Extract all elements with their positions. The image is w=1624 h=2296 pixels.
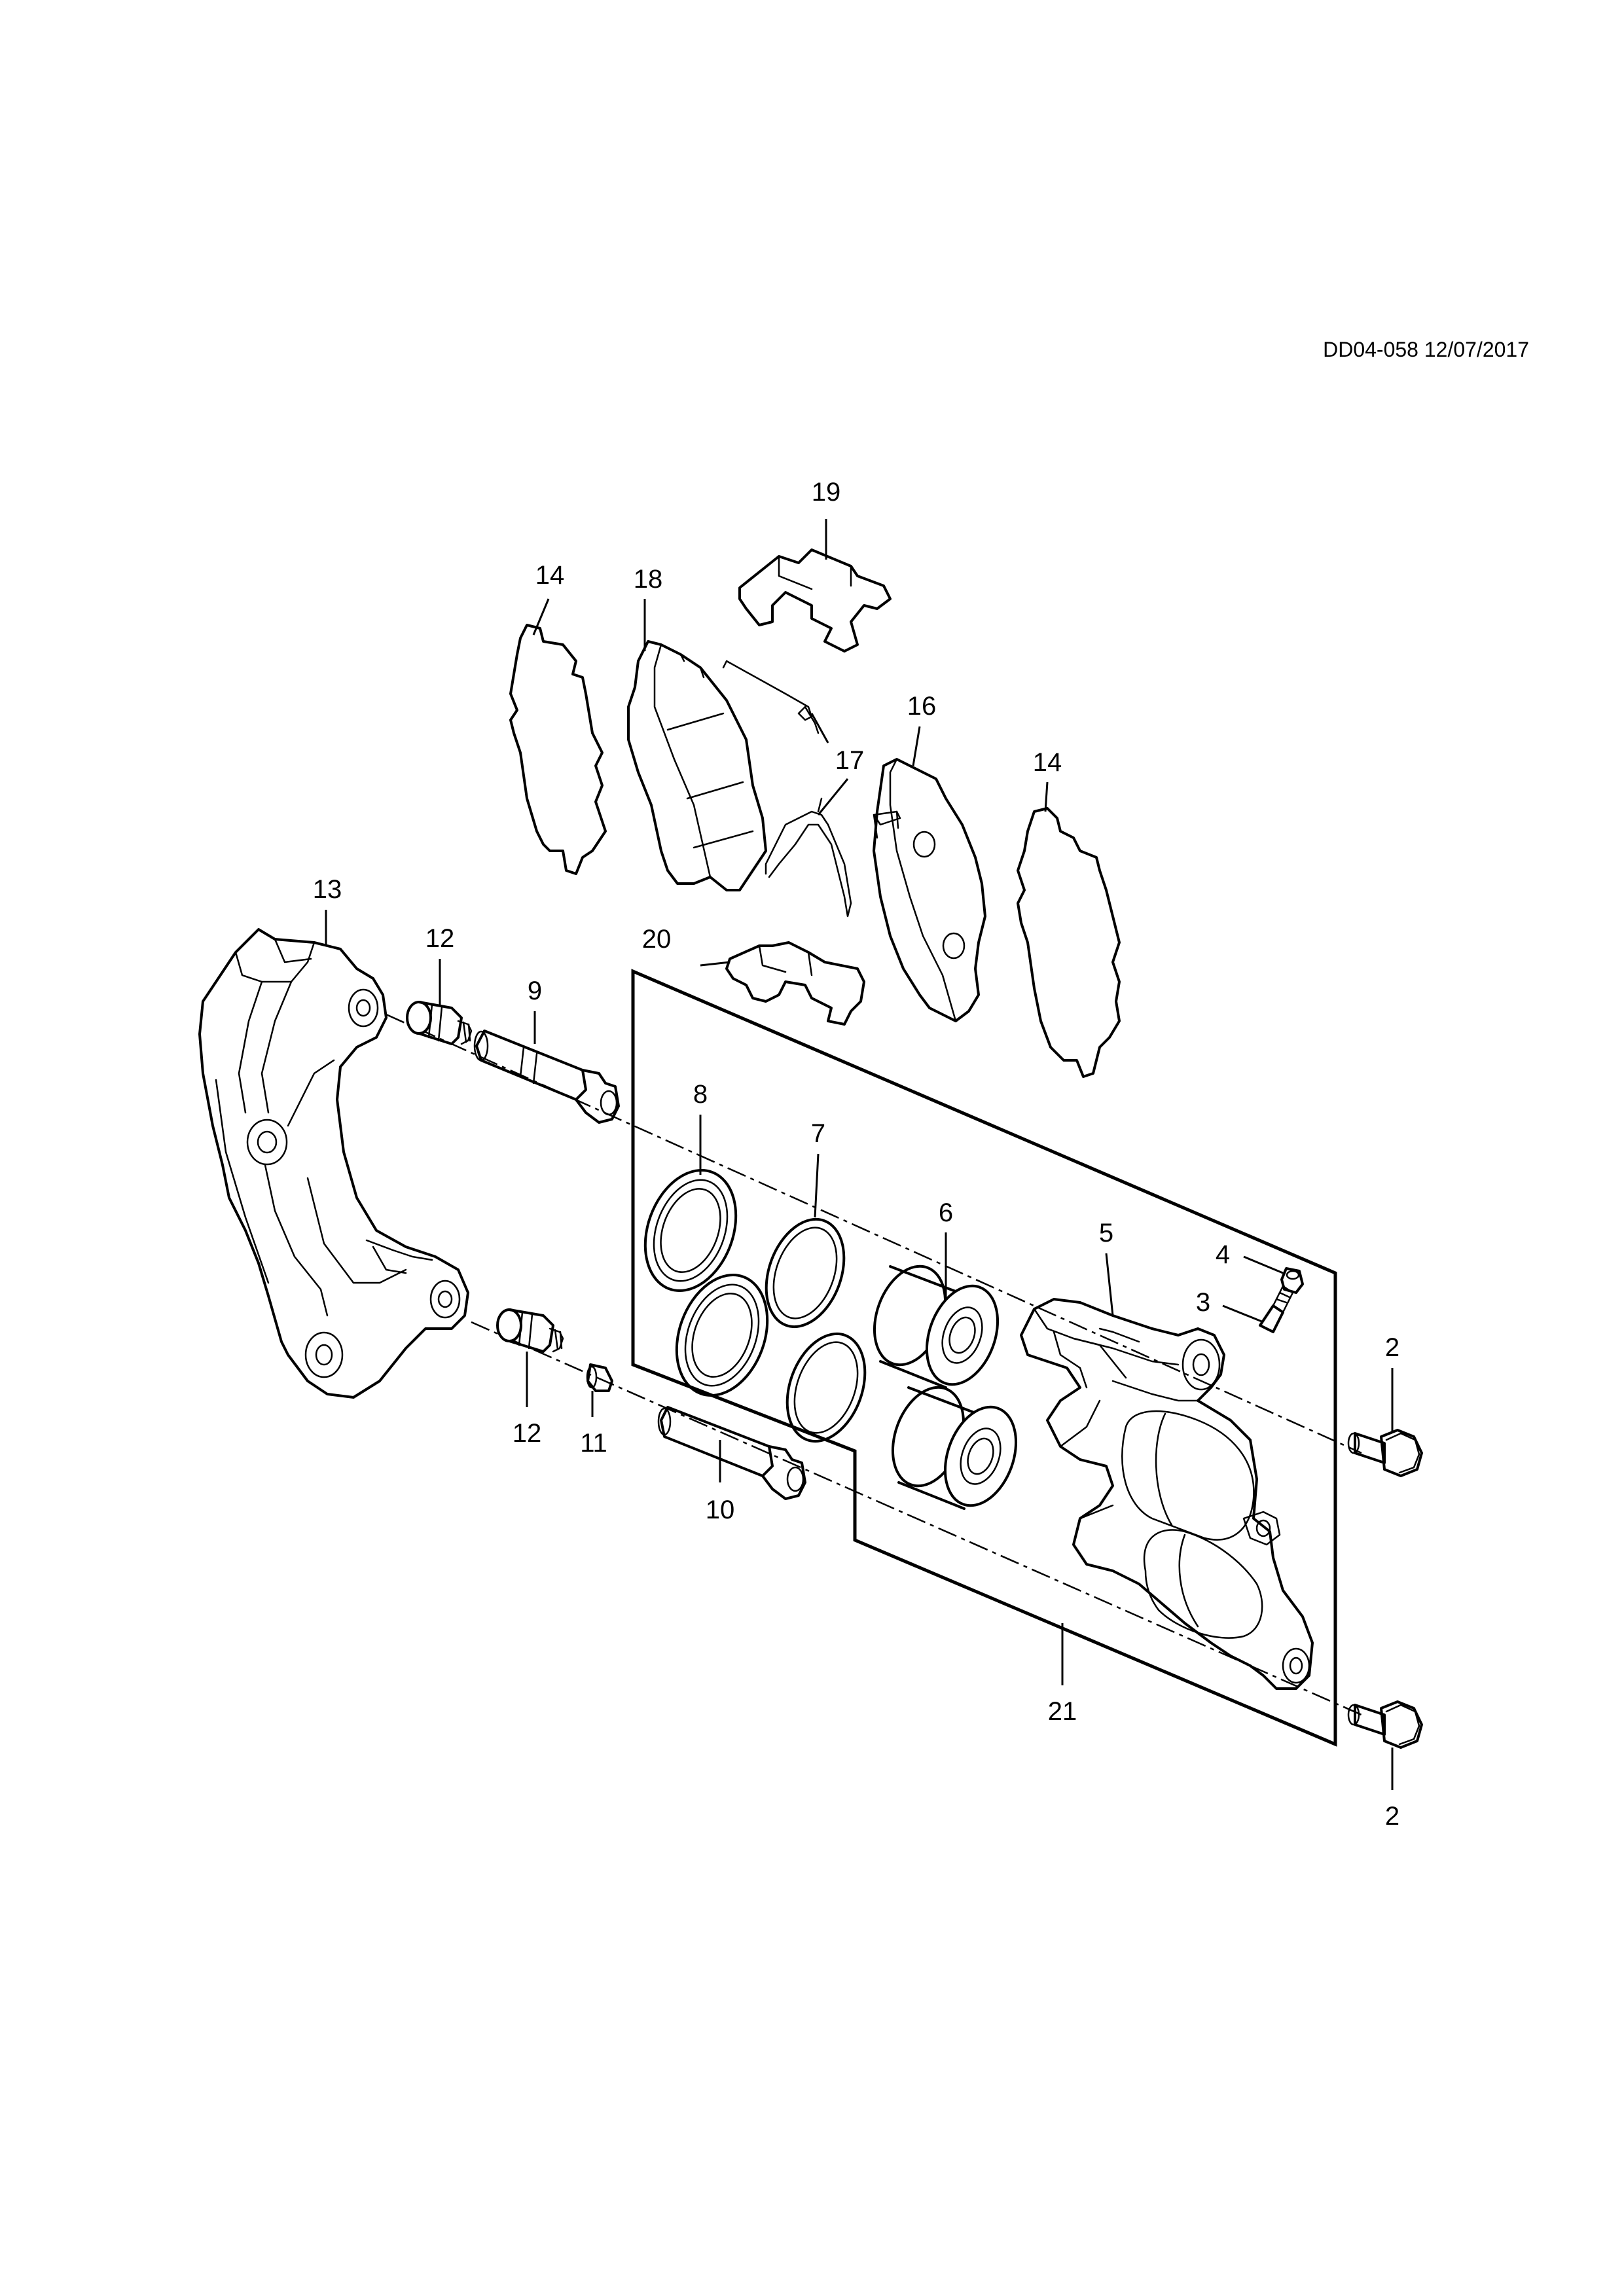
guide-pin-upper bbox=[473, 1030, 620, 1124]
callout-9: 9 bbox=[528, 977, 542, 1005]
callout-14-left: 14 bbox=[535, 561, 565, 590]
caliper-bolt-lower bbox=[1347, 1700, 1423, 1749]
callout-16: 16 bbox=[907, 692, 937, 721]
callout-18: 18 bbox=[634, 565, 663, 594]
bleeder-screw bbox=[1259, 1285, 1294, 1333]
caliper-housing bbox=[1020, 1298, 1314, 1690]
callout-21: 21 bbox=[1048, 1697, 1077, 1726]
callout-7: 7 bbox=[811, 1119, 825, 1148]
guide-pin-sleeve bbox=[586, 1363, 613, 1392]
guide-pin-boot-upper bbox=[406, 1001, 473, 1045]
callout-2-upper: 2 bbox=[1385, 1333, 1399, 1362]
piston-seal-lower bbox=[785, 1332, 867, 1443]
caliper-piston-lower bbox=[891, 1386, 1018, 1510]
callout-11: 11 bbox=[580, 1429, 607, 1458]
caliper-assembly-frame bbox=[631, 969, 1337, 1747]
callout-8: 8 bbox=[693, 1080, 708, 1109]
guide-pin-boot-lower bbox=[496, 1308, 564, 1353]
callout-17: 17 bbox=[835, 746, 865, 775]
pad-shim-inner bbox=[509, 624, 607, 875]
callout-6: 6 bbox=[939, 1198, 953, 1227]
callout-14-right: 14 bbox=[1033, 748, 1062, 777]
anti-rattle-clip-upper bbox=[738, 548, 892, 653]
callout-10: 10 bbox=[706, 1496, 735, 1524]
leader-lines bbox=[325, 519, 1394, 1790]
callout-12-upper: 12 bbox=[425, 924, 455, 953]
caliper-piston-upper bbox=[873, 1265, 1000, 1389]
axis-lower bbox=[471, 1321, 1362, 1716]
callout-labels: 19 14 18 16 17 14 13 12 20 9 8 7 6 5 4 3… bbox=[313, 478, 1399, 1831]
pad-shim-outer bbox=[1017, 807, 1121, 1078]
pad-spring-lower bbox=[765, 810, 852, 918]
bleeder-cap bbox=[1280, 1267, 1304, 1294]
callout-3: 3 bbox=[1196, 1288, 1210, 1317]
callout-20: 20 bbox=[642, 925, 672, 954]
piston-seal-upper bbox=[765, 1217, 846, 1329]
piston-dust-boot-lower bbox=[675, 1274, 769, 1397]
pad-spring-connector bbox=[817, 797, 823, 813]
drawing-reference: DD04-058 12/07/2017 bbox=[1323, 338, 1529, 361]
piston-dust-boot-upper bbox=[643, 1169, 738, 1292]
anti-rattle-clip-lower bbox=[725, 941, 865, 1026]
guide-pin-lower bbox=[657, 1406, 806, 1500]
caliper-bracket bbox=[198, 928, 469, 1399]
callout-5: 5 bbox=[1099, 1219, 1113, 1247]
pad-spring-upper bbox=[722, 660, 820, 734]
brake-pad-inner bbox=[627, 640, 767, 891]
callout-4: 4 bbox=[1216, 1240, 1230, 1269]
callout-12-lower: 12 bbox=[513, 1419, 542, 1448]
caliper-bolt-upper bbox=[1347, 1429, 1423, 1477]
callout-2-lower: 2 bbox=[1385, 1802, 1399, 1831]
callout-19: 19 bbox=[812, 478, 841, 507]
brake-pad-outer bbox=[873, 758, 986, 1022]
callout-13: 13 bbox=[313, 875, 342, 904]
